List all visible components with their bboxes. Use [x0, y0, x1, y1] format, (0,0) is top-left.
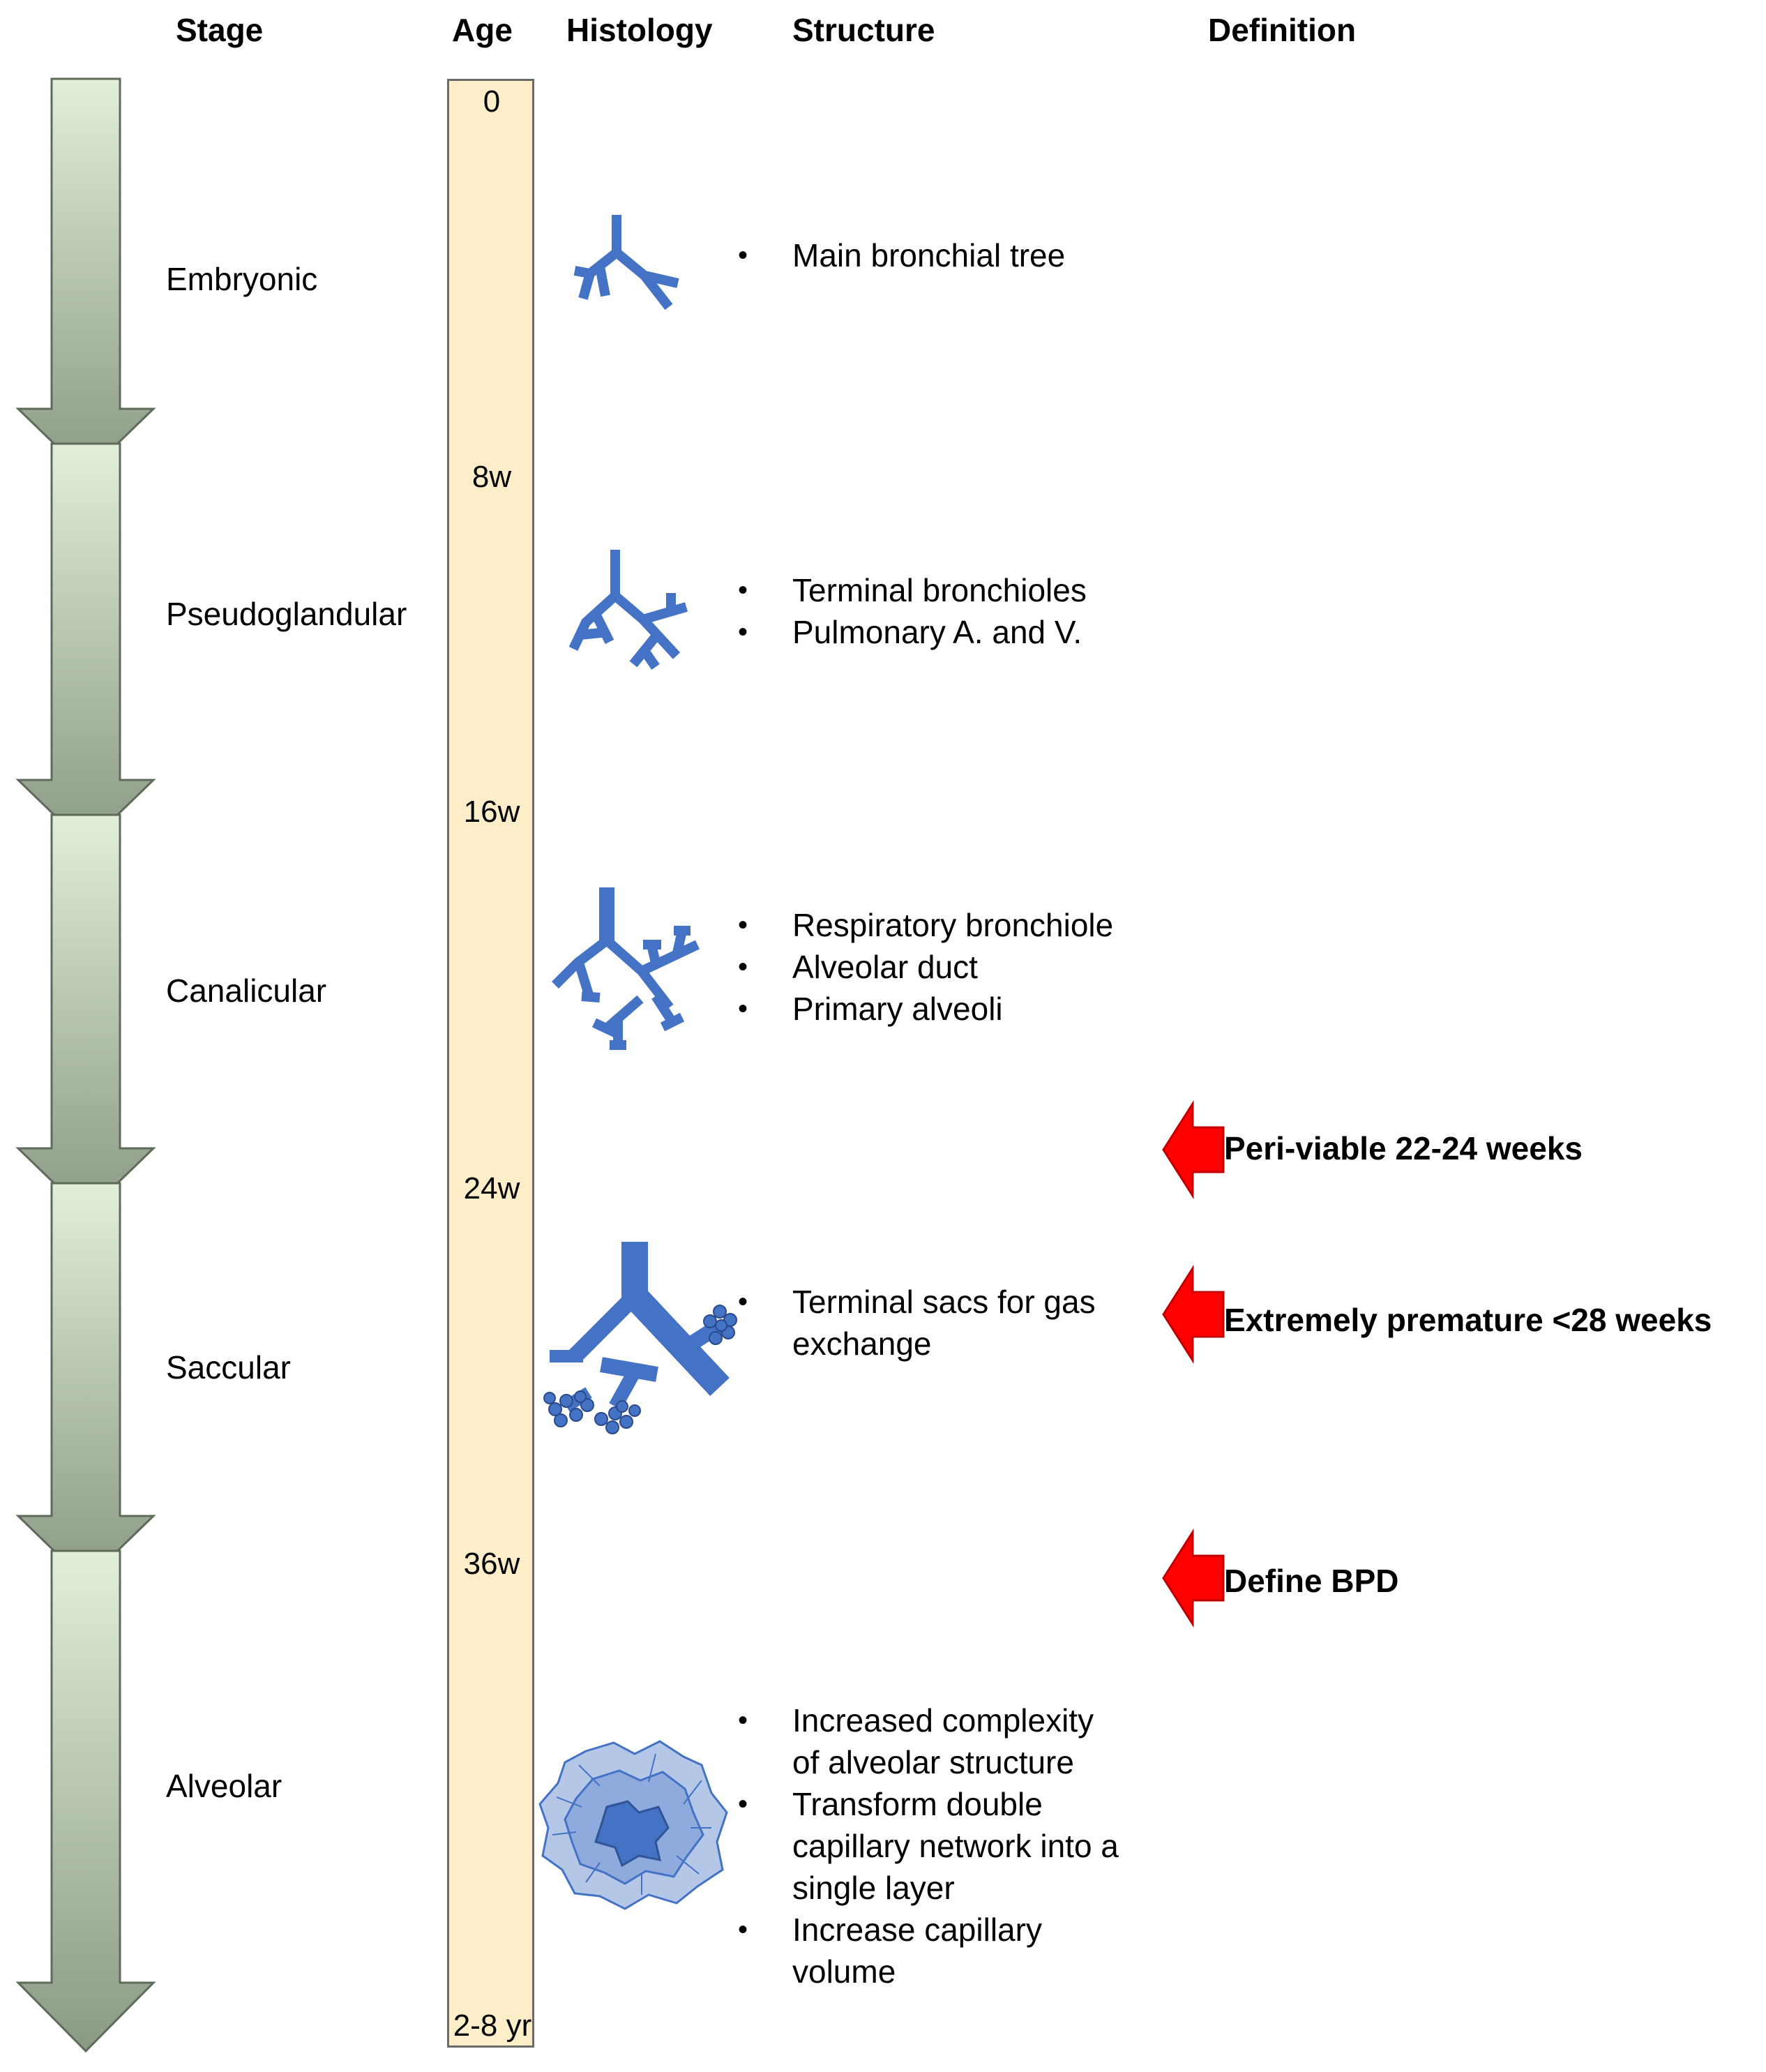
histology-embryonic-icon: [573, 215, 679, 310]
age-label-2-8yr: 2-8 yr: [453, 2009, 532, 2043]
structure-item: Main bronchial tree: [738, 234, 1170, 276]
stage-arrow-embryonic: [15, 77, 156, 476]
stage-arrow-saccular: [15, 1182, 156, 1584]
histology-saccular-icon: [543, 1242, 737, 1434]
age-bar: [447, 79, 534, 2048]
histology-pseudoglandular-icon: [568, 550, 688, 670]
structure-item: Primary alveoli: [738, 988, 1170, 1030]
structure-list-canalicular: Respiratory bronchiole Alveolar duct Pri…: [738, 904, 1170, 1030]
stage-arrow-canalicular: [15, 813, 156, 1216]
structure-item: Terminal sacs for gas exchange: [738, 1281, 1129, 1365]
structure-item: Increased complexity of alveolar structu…: [738, 1699, 1129, 1783]
structure-list-embryonic: Main bronchial tree: [738, 234, 1170, 276]
structure-item: Pulmonary A. and V.: [738, 611, 1170, 653]
age-label-16w: 16w: [463, 795, 520, 829]
stage-arrows: [15, 77, 156, 2053]
definition-text-peri-viable: Peri-viable 22-24 weeks: [1224, 1130, 1583, 1166]
definition-text-extremely-premature: Extremely premature <28 weeks: [1224, 1302, 1712, 1338]
structure-list-saccular: Terminal sacs for gas exchange: [738, 1281, 1129, 1365]
age-label-24w: 24w: [463, 1171, 520, 1206]
age-label-0: 0: [483, 84, 501, 119]
structure-list-alveolar: Increased complexity of alveolar structu…: [738, 1699, 1129, 1992]
structure-item: Increase capillary volume: [738, 1909, 1129, 1992]
stage-label-alveolar: Alveolar: [166, 1768, 282, 1804]
histology-header: Histology: [566, 12, 713, 48]
structure-item: Alveolar duct: [738, 946, 1170, 988]
definition-header: Definition: [1208, 12, 1357, 48]
structure-item: Transform double capillary network into …: [738, 1783, 1129, 1909]
structure-header: Structure: [792, 12, 935, 48]
definition-text-define-bpd: Define BPD: [1224, 1563, 1399, 1599]
stage-label-pseudoglandular: Pseudoglandular: [166, 596, 407, 632]
definition-arrow-extremely-premature: [1162, 1264, 1225, 1365]
age-label-36w: 36w: [463, 1547, 520, 1581]
histology-alveolar-icon: [538, 1740, 728, 1910]
stage-arrow-pseudoglandular: [15, 442, 156, 848]
histology-canalicular-icon: [552, 887, 700, 1050]
stage-arrow-alveolar: [15, 1549, 156, 2053]
stage-header: Stage: [176, 12, 264, 48]
structure-item: Respiratory bronchiole: [738, 904, 1170, 946]
age-header: Age: [452, 12, 513, 48]
stage-label-canalicular: Canalicular: [166, 973, 327, 1009]
structure-item: Terminal bronchioles: [738, 569, 1170, 611]
definition-arrow-define-bpd: [1162, 1528, 1225, 1628]
definition-arrow-peri-viable: [1162, 1099, 1225, 1200]
stage-label-saccular: Saccular: [166, 1349, 291, 1386]
stage-label-embryonic: Embryonic: [166, 261, 318, 297]
age-label-8w: 8w: [471, 460, 512, 494]
structure-list-pseudoglandular: Terminal bronchioles Pulmonary A. and V.: [738, 569, 1170, 653]
